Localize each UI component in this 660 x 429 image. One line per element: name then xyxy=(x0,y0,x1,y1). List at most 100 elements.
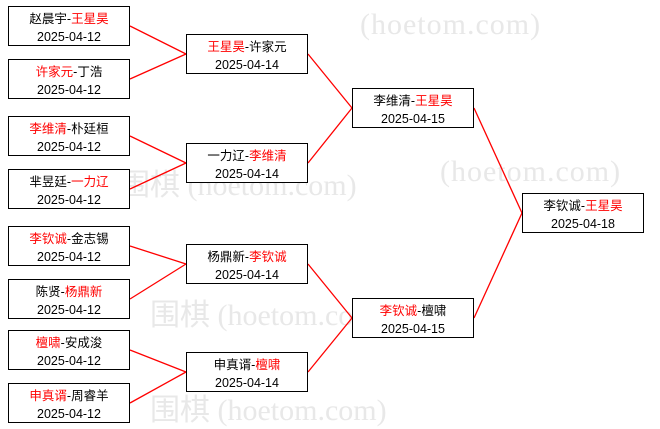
watermark-text: (hoetom.com) xyxy=(440,155,622,188)
versus-separator: - xyxy=(60,285,65,299)
player-two: 周睿羊 xyxy=(71,389,109,403)
match-players: 赵晨宇-王星昊 xyxy=(9,10,129,28)
connector-line xyxy=(129,349,187,373)
match-node[interactable]: 李钦诚-金志锡 2025-04-12 xyxy=(8,226,130,266)
player-one: 檀啸 xyxy=(35,336,61,350)
connector-line xyxy=(129,162,187,190)
versus-separator: - xyxy=(244,149,250,163)
player-two: 金志锡 xyxy=(71,232,109,246)
match-players: 许家元-丁浩 xyxy=(9,63,129,81)
connector-line xyxy=(129,53,187,80)
versus-separator: - xyxy=(60,336,65,350)
player-one: 陈贤 xyxy=(35,285,61,299)
player-one: 申真谞 xyxy=(213,358,252,372)
match-node[interactable]: 申真谞-檀啸 2025-04-14 xyxy=(186,352,308,392)
connector-line xyxy=(307,263,353,319)
connector-line xyxy=(129,371,187,404)
connector-line xyxy=(307,53,353,109)
match-date: 2025-04-12 xyxy=(37,250,101,265)
match-date: 2025-04-14 xyxy=(215,376,279,391)
match-date: 2025-04-12 xyxy=(37,193,101,208)
match-node[interactable]: 赵晨宇-王星昊 2025-04-12 xyxy=(8,6,130,46)
match-node[interactable]: 陈贤-杨鼎新 2025-04-12 xyxy=(8,279,130,319)
player-two: 王星昊 xyxy=(415,94,453,108)
connector-line xyxy=(473,107,523,214)
player-one: 李钦诚 xyxy=(543,199,581,213)
match-date: 2025-04-18 xyxy=(551,217,615,232)
versus-separator: - xyxy=(66,122,72,136)
versus-separator: - xyxy=(73,65,78,79)
match-date: 2025-04-12 xyxy=(37,140,101,155)
match-players: 王星昊-许家元 xyxy=(187,38,307,56)
match-node[interactable]: 杨鼎新-李钦诚 2025-04-14 xyxy=(186,244,308,284)
match-players: 李钦诚-金志锡 xyxy=(9,230,129,248)
versus-separator: - xyxy=(66,232,72,246)
player-two: 许家元 xyxy=(249,40,287,54)
player-two: 安成浚 xyxy=(64,336,103,350)
versus-separator: - xyxy=(251,358,256,372)
match-players: 李维清-朴廷桓 xyxy=(9,120,129,138)
match-node[interactable]: 李维清-王星昊 2025-04-15 xyxy=(352,88,474,128)
match-players: 李钦诚-檀啸 xyxy=(353,302,473,320)
match-date: 2025-04-12 xyxy=(37,83,101,98)
versus-separator: - xyxy=(417,304,422,318)
versus-separator: - xyxy=(66,175,72,189)
match-players: 李维清-王星昊 xyxy=(353,92,473,110)
match-players: 一力辽-李维清 xyxy=(187,147,307,165)
match-node[interactable]: 李钦诚-王星昊 2025-04-18 xyxy=(522,193,644,233)
match-players: 申真谞-檀啸 xyxy=(187,356,307,374)
match-players: 杨鼎新-李钦诚 xyxy=(187,248,307,266)
match-node[interactable]: 李钦诚-檀啸 2025-04-15 xyxy=(352,298,474,338)
match-players: 芈昱廷-一力辽 xyxy=(9,173,129,191)
connector-line xyxy=(129,135,187,164)
match-date: 2025-04-12 xyxy=(37,303,101,318)
versus-separator: - xyxy=(244,40,250,54)
player-one: 许家元 xyxy=(35,65,74,79)
match-date: 2025-04-12 xyxy=(37,354,101,369)
player-two: 李维清 xyxy=(249,149,287,163)
versus-separator: - xyxy=(580,199,586,213)
player-one: 一力辽 xyxy=(207,149,245,163)
match-node[interactable]: 芈昱廷-一力辽 2025-04-12 xyxy=(8,169,130,209)
match-players: 陈贤-杨鼎新 xyxy=(9,283,129,301)
connector-line xyxy=(307,107,353,164)
player-two: 杨鼎新 xyxy=(64,285,103,299)
player-two: 李钦诚 xyxy=(249,250,287,264)
match-date: 2025-04-15 xyxy=(381,322,445,337)
player-one: 杨鼎新 xyxy=(207,250,245,264)
versus-separator: - xyxy=(66,389,72,403)
player-two: 檀啸 xyxy=(421,304,447,318)
connector-line xyxy=(473,212,523,319)
match-node[interactable]: 许家元-丁浩 2025-04-12 xyxy=(8,59,130,99)
versus-separator: - xyxy=(66,12,72,26)
player-two: 朴廷桓 xyxy=(71,122,109,136)
player-one: 李钦诚 xyxy=(29,232,67,246)
player-one: 芈昱廷 xyxy=(29,175,67,189)
match-date: 2025-04-14 xyxy=(215,167,279,182)
match-players: 申真谞-周睿羊 xyxy=(9,387,129,405)
player-two: 王星昊 xyxy=(585,199,623,213)
player-one: 申真谞 xyxy=(29,389,67,403)
connector-line xyxy=(129,263,187,300)
match-players: 檀啸-安成浚 xyxy=(9,334,129,352)
match-node[interactable]: 一力辽-李维清 2025-04-14 xyxy=(186,143,308,183)
match-date: 2025-04-14 xyxy=(215,268,279,283)
match-date: 2025-04-12 xyxy=(37,30,101,45)
match-node[interactable]: 李维清-朴廷桓 2025-04-12 xyxy=(8,116,130,156)
player-one: 李维清 xyxy=(373,94,411,108)
player-one: 赵晨宇 xyxy=(29,12,67,26)
player-two: 丁浩 xyxy=(77,65,103,79)
player-two: 王星昊 xyxy=(71,12,109,26)
watermark-text: (hoetom.com) xyxy=(360,8,542,41)
player-one: 李钦诚 xyxy=(379,304,418,318)
connector-line xyxy=(129,25,187,55)
match-date: 2025-04-15 xyxy=(381,112,445,127)
player-one: 李维清 xyxy=(29,122,67,136)
match-node[interactable]: 檀啸-安成浚 2025-04-12 xyxy=(8,330,130,370)
player-one: 王星昊 xyxy=(207,40,245,54)
connector-line xyxy=(307,317,353,373)
player-two: 一力辽 xyxy=(71,175,109,189)
